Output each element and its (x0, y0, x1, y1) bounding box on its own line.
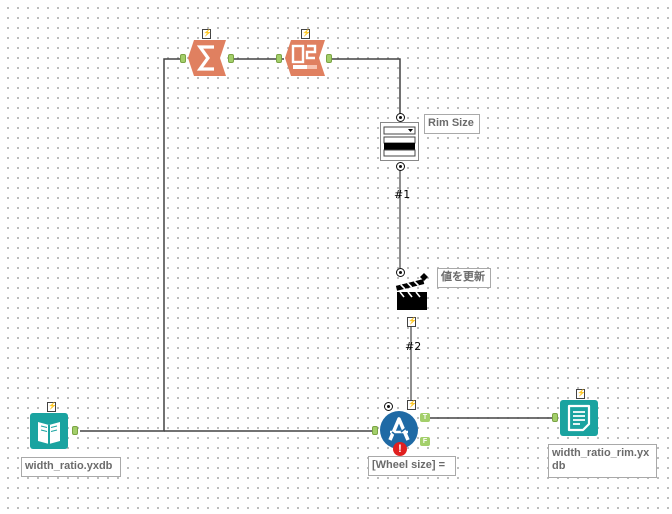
input-anchor[interactable] (276, 54, 282, 63)
input-data-tool[interactable] (30, 413, 70, 449)
wire-input-to-summarize[interactable] (80, 58, 180, 432)
output-anchor[interactable] (228, 54, 234, 63)
false-anchor[interactable]: F (420, 437, 430, 446)
connection-count-1: #1 (394, 188, 411, 201)
wire-crosstab-to-dropdown[interactable] (332, 58, 401, 114)
question-anchor[interactable] (396, 162, 405, 171)
filter-icon (380, 411, 418, 449)
output-anchor[interactable] (326, 54, 332, 63)
filter-tool[interactable] (379, 410, 419, 450)
input-anchor[interactable] (552, 413, 558, 422)
filter-tool-label: [Wheel size] = (368, 456, 456, 476)
output-anchor[interactable] (72, 426, 78, 435)
dropdown-tool[interactable] (380, 122, 420, 162)
true-anchor[interactable]: T (420, 413, 430, 422)
question-anchor[interactable] (396, 113, 405, 122)
error-icon: ! (393, 442, 407, 456)
book-icon (30, 413, 68, 449)
bolt-badge: ⚡ (202, 29, 212, 39)
output-data-tool[interactable] (560, 400, 600, 436)
question-anchor[interactable] (384, 402, 393, 411)
summarize-tool[interactable] (188, 40, 226, 76)
input-tool-label: width_ratio.yxdb (21, 457, 121, 477)
bolt-badge: ⚡ (407, 400, 417, 410)
action-tool-label: 値を更新 (437, 268, 491, 288)
sigma-icon (188, 40, 226, 76)
question-anchor[interactable] (396, 268, 405, 277)
bolt-badge: ⚡ (47, 402, 57, 412)
bolt-badge: ⚡ (301, 29, 311, 39)
bolt-badge: ⚡ (407, 317, 417, 327)
bolt-badge: ⚡ (576, 389, 586, 399)
action-tool[interactable] (394, 270, 434, 312)
crosstab-tool[interactable] (285, 40, 325, 76)
document-icon (560, 400, 598, 436)
clapperboard-icon (395, 273, 428, 310)
connection-count-2: #2 (405, 340, 422, 353)
dropdown-tool-label: Rim Size (424, 114, 480, 134)
crosstab-icon (285, 40, 325, 76)
input-anchor[interactable] (180, 54, 186, 63)
input-anchor[interactable] (372, 426, 378, 435)
output-tool-label: width_ratio_rim.yx db (548, 444, 657, 478)
dropdown-icon (380, 122, 419, 161)
